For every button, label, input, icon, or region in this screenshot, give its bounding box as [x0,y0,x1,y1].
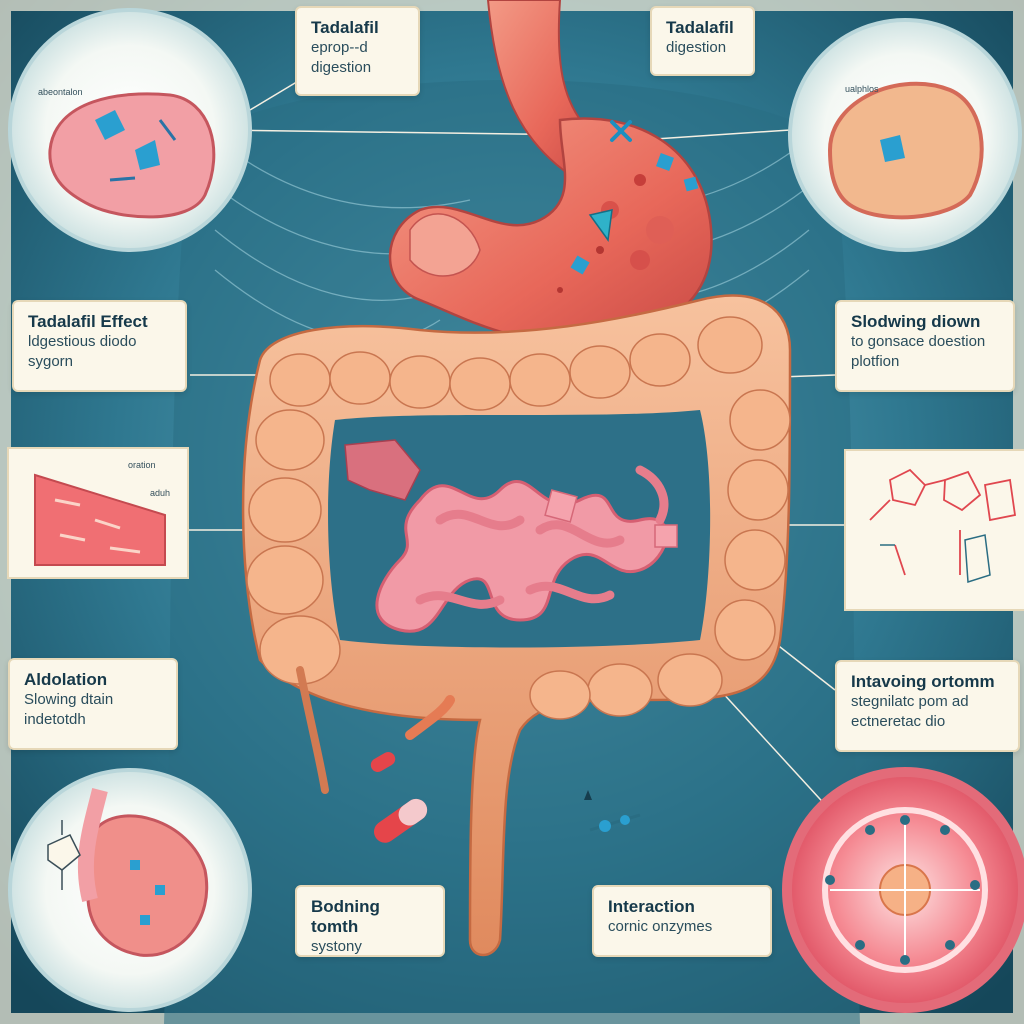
molecule-panel [844,449,1024,611]
tiny-label-circle-left: abeontalon [38,87,83,97]
label-top-right-line-1: digestion [666,39,727,56]
colon-haustra [246,316,791,720]
label-low-left-line-1: Slowing dtain [24,691,114,708]
circle-enzyme-detail [782,767,1024,1013]
crystal-icon [588,209,613,242]
label-bottom-center-left-title: Bodning tomth [311,897,380,936]
label-low-left-line-2: indetotdh [24,711,86,728]
label-bottom-center-left: Bodning tomth systony [295,885,445,957]
worm-fragment [405,695,455,740]
label-bottom-center-right-title: Interaction [608,897,695,916]
label-mid-right-line-2: plotfion [851,353,900,370]
stomach-fold [409,213,481,277]
x-mark-icon [610,120,632,142]
label-low-right: Intavoing ortomm stegnilatc pom ad ectne… [835,660,1020,752]
stomach-particles [557,153,699,293]
pill-icon [370,752,396,772]
label-low-right-title: Intavoing ortomm [851,672,995,691]
label-mid-right-line-1: to gonsace doestion [851,333,986,350]
circle-stomach-detail-left [8,8,252,252]
arrow-icon [584,790,641,832]
label-bottom-center-right: Interaction cornic onzymes [592,885,772,957]
label-mid-left-line-1: ldgestious diodo [28,333,137,350]
label-bottom-center-right-line-1: cornic onzymes [608,918,713,935]
label-mid-right: Slodwing diown to gonsace doestion plotf… [835,300,1015,392]
label-low-right-line-1: stegnilatc pom ad [851,693,969,710]
label-mid-left: Tadalafil Effect ldgestious diodo sygorn [12,300,187,392]
tiny-label-circle-right: ualphlos [845,84,879,94]
label-mid-left-line-2: sygorn [28,353,74,370]
label-mid-left-title: Tadalafil Effect [28,312,148,331]
circle-stomach-detail-bottom [8,768,252,1012]
label-top-right-title: Tadalafil [666,18,734,37]
stomach [388,117,713,344]
tissue-fragment [344,439,421,501]
label-low-right-line-2: ectneretac dio [851,713,946,730]
label-bottom-center-left-line-1: systony [311,938,362,955]
label-top-left-line-1: eprop--d [311,39,368,56]
circle-stomach-detail-right [788,18,1022,252]
appendix [296,666,329,794]
molecule-icon [869,468,1017,576]
label-top-left-line-2: digestion [311,59,372,76]
tiny-label-tissue-a: oration [128,460,156,470]
intestine-loops [415,465,669,609]
pill-icon [374,798,428,843]
tissue-panel [7,447,189,579]
crystal-icon [654,524,678,548]
label-low-left-title: Aldolation [24,670,108,689]
label-top-right: Tadalafil digestion [650,6,755,76]
label-mid-right-title: Slodwing diown [851,312,981,331]
tiny-label-tissue-b: aduh [150,488,170,498]
label-top-left: Tadalafil eprop--d digestion [295,6,420,96]
label-low-left: Aldolation Slowing dtain indetotdh [8,658,178,750]
label-top-left-title: Tadalafil [311,18,379,37]
crystal-icon [544,489,578,523]
